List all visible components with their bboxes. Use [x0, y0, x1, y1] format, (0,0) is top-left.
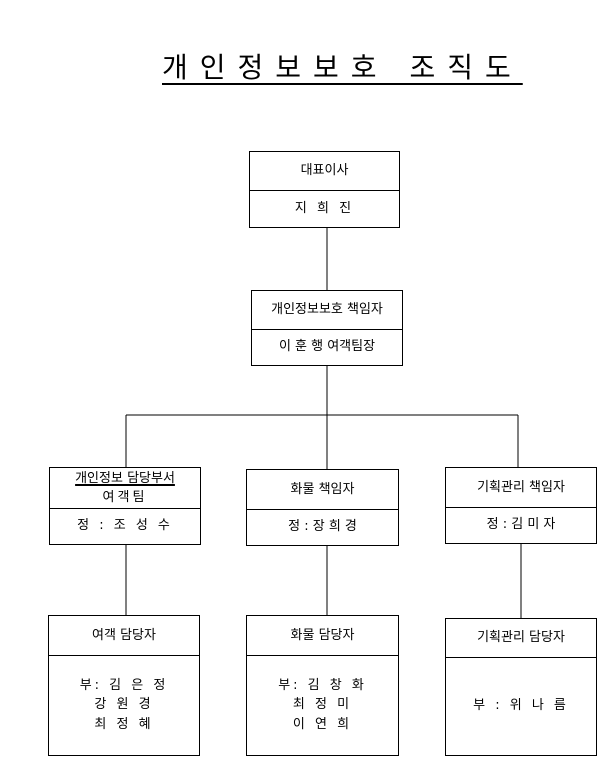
cargo-staff-member: 이 연 희 — [292, 716, 353, 732]
passenger-staff-member: 최 정 혜 — [94, 716, 154, 732]
planning-staff-role: 기획관리 담당자 — [477, 630, 565, 646]
privacy-dept-box: 개인정보 담당부서 여객팀 정 : 조 성 수 — [49, 467, 201, 545]
cargo-manager-box: 화물 책임자 정 : 장 희 경 — [246, 469, 399, 546]
cargo-staff-role: 화물 담당자 — [290, 627, 355, 643]
planning-manager-box: 기획관리 책임자 정 : 김 미 자 — [445, 467, 597, 544]
cargo-manager-role: 화물 책임자 — [290, 481, 355, 497]
passenger-staff-member: 강 원 경 — [94, 697, 154, 713]
ceo-box: 대표이사 지 희 진 — [249, 151, 400, 228]
passenger-staff-role: 여객 담당자 — [92, 627, 156, 643]
passenger-staff-box: 여객 담당자 부: 김 은 정 강 원 경 최 정 혜 — [48, 615, 200, 756]
privacy-dept-label: 개인정보 담당부서 — [75, 470, 175, 486]
cargo-manager-head: 정 : 장 희 경 — [288, 519, 357, 535]
planning-manager-role: 기획관리 책임자 — [477, 479, 565, 495]
cargo-staff-member: 부: 김 창 화 — [278, 677, 367, 693]
cargo-staff-box: 화물 담당자 부: 김 창 화 최 정 미 이 연 희 — [246, 615, 399, 756]
page-title: 개인정보보호 조직도 — [162, 51, 523, 84]
passenger-staff-member: 부: 김 은 정 — [79, 677, 169, 693]
privacy-dept-head: 정 : 조 성 수 — [77, 518, 173, 534]
planning-manager-head: 정 : 김 미 자 — [486, 517, 556, 533]
cpo-role: 개인정보보호 책임자 — [271, 302, 383, 318]
ceo-role: 대표이사 — [300, 163, 349, 179]
planning-staff-box: 기획관리 담당자 부 : 위 나 름 — [445, 618, 597, 756]
ceo-name: 지 희 진 — [294, 200, 355, 216]
cpo-box: 개인정보보호 책임자 이 훈 행 여객팀장 — [251, 290, 403, 366]
planning-staff-member: 부 : 위 나 름 — [473, 698, 569, 714]
cargo-staff-member: 최 정 미 — [292, 697, 353, 713]
privacy-dept-team: 여객팀 — [102, 490, 148, 505]
cpo-name: 이 훈 행 여객팀장 — [278, 339, 376, 355]
